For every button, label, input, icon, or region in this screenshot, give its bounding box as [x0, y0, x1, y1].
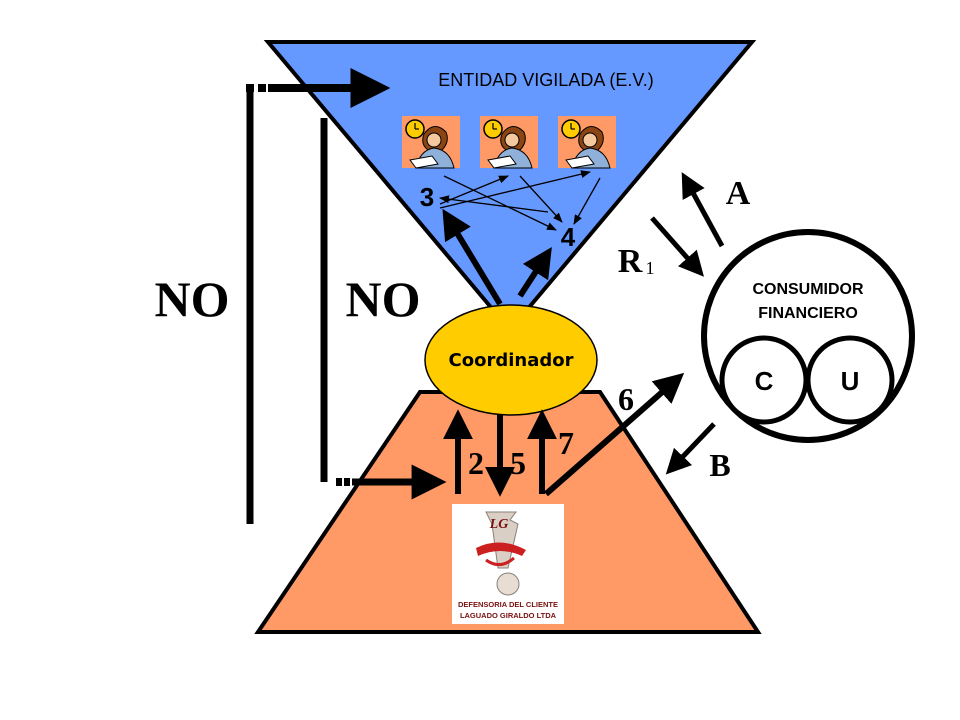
main-arrows: [442, 208, 552, 306]
step-3-label: 3: [420, 182, 434, 212]
entity-label: ENTIDAD VIGILADA (E.V.): [438, 70, 653, 90]
step-5-label: 5: [510, 445, 526, 481]
svg-text:DEFENSORIA DEL CLIENTE: DEFENSORIA DEL CLIENTE: [458, 600, 558, 609]
no-label-inner: NO: [346, 271, 421, 327]
coordinator-node: [424, 304, 598, 416]
svg-text:LG: LG: [489, 517, 509, 532]
defensoria-logo: LG DEFENSORIA DEL CLIENTE LAGUADO GIRALD…: [452, 504, 564, 624]
step-7-label: 7: [558, 425, 574, 461]
consumer-arrows: [650, 172, 725, 475]
consumer-label-line2: FINANCIERO: [758, 305, 858, 322]
office-worker-icon: [557, 115, 617, 169]
consumer-label-line1: CONSUMIDOR: [752, 281, 864, 298]
consumer-u-circle: [805, 335, 895, 425]
consumer-c-label: C: [755, 366, 774, 396]
no-loop-outer: [246, 68, 391, 524]
step-4-label: 4: [561, 222, 576, 252]
entity-triangle: [263, 40, 757, 334]
step-6-label: 6: [618, 381, 634, 417]
internal-flow-arrows: [439, 170, 601, 231]
label-b: B: [709, 447, 730, 483]
label-r: R: [618, 243, 643, 280]
office-worker-icon: [401, 115, 461, 169]
no-loop-inner: [320, 118, 447, 500]
no-label-outer: NO: [155, 271, 230, 327]
coordinator-label: Coordinador: [449, 350, 574, 371]
office-worker-icon: [479, 115, 539, 169]
label-r-subscript: 1: [646, 258, 655, 278]
svg-text:LAGUADO GIRALDO LTDA: LAGUADO GIRALDO LTDA: [460, 611, 557, 620]
vertical-arrows: [443, 372, 685, 497]
label-a: A: [726, 175, 751, 212]
consumer-u-label: U: [841, 366, 860, 396]
step-2-label: 2: [468, 445, 484, 481]
